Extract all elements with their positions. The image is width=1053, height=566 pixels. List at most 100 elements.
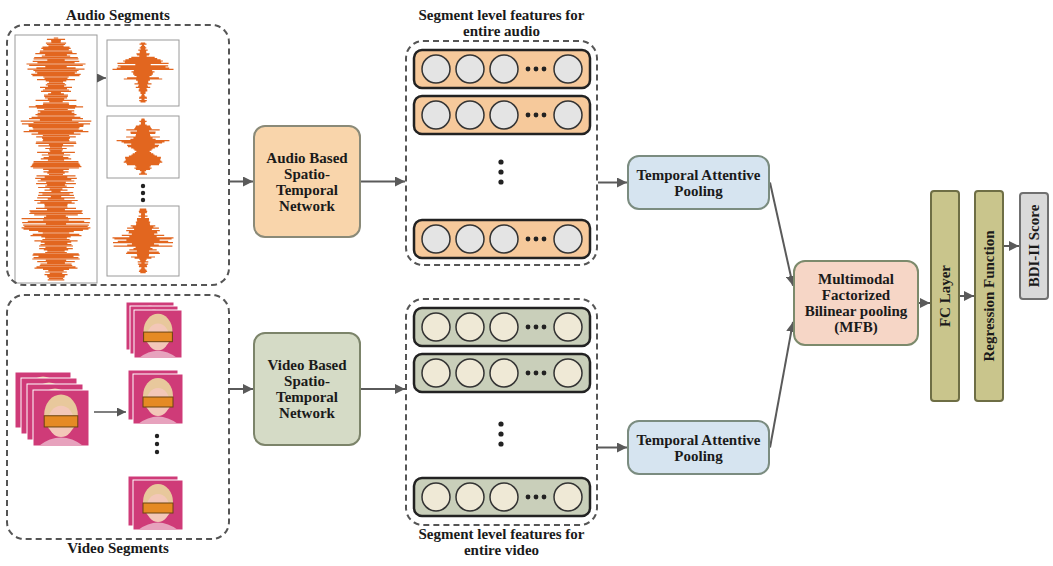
ellipsis-dot bbox=[526, 495, 531, 500]
feature-vector bbox=[414, 220, 590, 258]
privacy-mask bbox=[143, 397, 173, 407]
ellipsis-dot bbox=[534, 113, 539, 118]
vector-cell bbox=[456, 225, 484, 253]
flow-arrow bbox=[361, 181, 405, 183]
network-box: Audio Based Spatio-Temporal Network bbox=[253, 125, 361, 238]
audio-waveform bbox=[113, 209, 174, 273]
feature-vector bbox=[414, 308, 590, 346]
flow-arrow bbox=[960, 295, 974, 297]
face-frame bbox=[133, 374, 183, 424]
ellipsis-dot bbox=[526, 371, 531, 376]
vector-cell bbox=[554, 225, 582, 253]
ellipsis-dot bbox=[526, 67, 531, 72]
ellipsis-dot bbox=[498, 169, 503, 174]
box-label: Temporal Attentive Pooling bbox=[635, 167, 762, 199]
box-label: Multimodal Factorized Bilinear pooling (… bbox=[801, 271, 911, 335]
vector-cell bbox=[554, 101, 582, 129]
vector-cell bbox=[422, 313, 450, 341]
frame-ground bbox=[133, 374, 183, 424]
vector-cell bbox=[490, 55, 518, 83]
output-bar: BDI-II Score bbox=[1019, 192, 1049, 300]
vector-bar bbox=[414, 354, 590, 392]
ellipsis-dot bbox=[542, 113, 547, 118]
vector-cell bbox=[490, 313, 518, 341]
vector-bar bbox=[414, 308, 590, 346]
ellipsis-dot bbox=[542, 495, 547, 500]
flow-arrow bbox=[770, 183, 793, 286]
ellipsis-dot bbox=[542, 325, 547, 330]
flow-arrow bbox=[361, 388, 405, 390]
vector-cell bbox=[490, 359, 518, 387]
ellipsis-dot bbox=[498, 431, 503, 436]
vector-bar bbox=[414, 220, 590, 258]
audio-waveform bbox=[117, 119, 170, 174]
ellipsis-dot bbox=[534, 67, 539, 72]
pooling-box: Temporal Attentive Pooling bbox=[627, 420, 770, 475]
video-frames bbox=[15, 302, 183, 530]
layer-bar: FC Layer bbox=[930, 190, 960, 402]
feature-vector bbox=[414, 50, 590, 88]
shoulders bbox=[39, 438, 84, 446]
ellipsis-dot bbox=[534, 237, 539, 242]
audio-waveform bbox=[21, 38, 92, 280]
vector-cell bbox=[456, 55, 484, 83]
flow-arrow bbox=[770, 322, 793, 448]
audio-waveform bbox=[113, 43, 174, 102]
ellipsis-dot bbox=[526, 325, 531, 330]
vector-cell bbox=[422, 359, 450, 387]
feature-vectors bbox=[414, 50, 590, 516]
ellipsis-dot bbox=[542, 237, 547, 242]
feature-vector bbox=[414, 96, 590, 134]
vector-cell bbox=[554, 483, 582, 511]
box-label: Temporal Attentive Pooling bbox=[635, 432, 762, 464]
privacy-mask bbox=[144, 332, 173, 342]
ellipsis-dot bbox=[534, 495, 539, 500]
group-title: Segment level features for entire audio bbox=[416, 7, 588, 39]
vector-cell bbox=[490, 225, 518, 253]
split-arrow bbox=[98, 77, 106, 79]
vector-bar bbox=[414, 96, 590, 134]
vector-cell bbox=[422, 101, 450, 129]
ellipsis-dot bbox=[498, 179, 503, 184]
shoulders bbox=[139, 351, 177, 358]
ellipsis-dot bbox=[526, 237, 531, 242]
ellipsis-dot bbox=[498, 159, 503, 164]
box-label: Audio Based Spatio-Temporal Network bbox=[261, 150, 353, 214]
feature-vector bbox=[414, 354, 590, 392]
face-frame bbox=[134, 310, 182, 358]
input-group: Audio Segments bbox=[6, 24, 230, 286]
vector-cell bbox=[456, 101, 484, 129]
frame-ground bbox=[134, 310, 182, 358]
group-title: Segment level features for entire video bbox=[416, 526, 588, 558]
group-title: Video Segments bbox=[18, 540, 218, 556]
shoulders bbox=[138, 523, 178, 531]
frame-ground bbox=[133, 480, 183, 530]
vector-cell bbox=[554, 313, 582, 341]
split-arrow bbox=[94, 411, 126, 413]
ellipsis-dot bbox=[526, 113, 531, 118]
vector-cell bbox=[554, 55, 582, 83]
flow-arrow bbox=[919, 302, 930, 304]
ellipsis-dot bbox=[534, 371, 539, 376]
pooling-box: Temporal Attentive Pooling bbox=[627, 155, 770, 210]
group-title: Audio Segments bbox=[18, 7, 218, 23]
box-label: Video Based Spatio-Temporal Network bbox=[261, 357, 353, 421]
face-frame bbox=[33, 390, 89, 446]
ellipsis-dot bbox=[542, 67, 547, 72]
shoulders bbox=[138, 417, 178, 425]
ellipsis-dot bbox=[498, 421, 503, 426]
vector-bar bbox=[414, 478, 590, 516]
flow-arrow bbox=[598, 182, 627, 184]
vector-cell bbox=[422, 225, 450, 253]
flow-arrow bbox=[230, 388, 253, 390]
vector-cell bbox=[422, 483, 450, 511]
flow-arrow bbox=[230, 181, 253, 183]
privacy-mask bbox=[143, 503, 173, 513]
vector-cell bbox=[456, 313, 484, 341]
vector-cell bbox=[490, 101, 518, 129]
network-box: Video Based Spatio-Temporal Network bbox=[253, 332, 361, 446]
feature-group: Segment level features for entire audio bbox=[405, 40, 598, 266]
flow-arrow bbox=[1004, 245, 1019, 247]
vector-cell bbox=[422, 55, 450, 83]
vector-bar bbox=[414, 50, 590, 88]
